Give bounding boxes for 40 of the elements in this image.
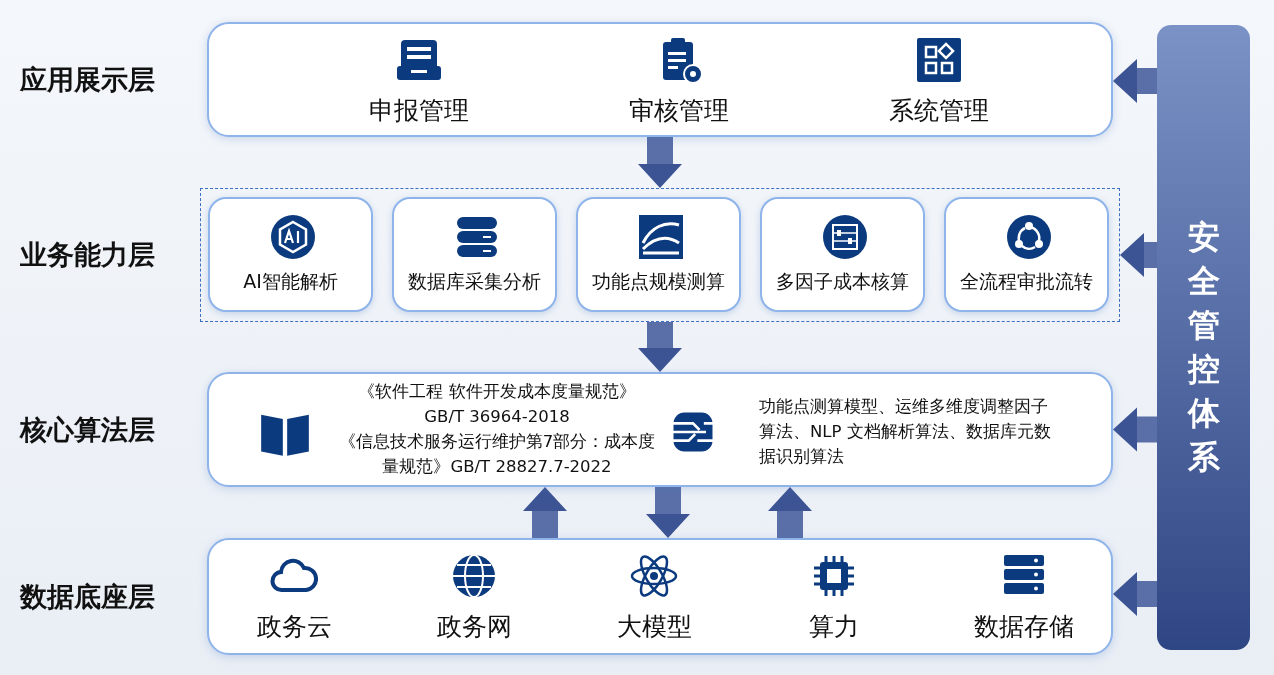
module-label: 政务云 [255,611,333,643]
module-label: 政务网 [435,611,513,643]
algorithm-text: 功能点测算模型、运维多维度调整因子算法、NLP 文档解析算法、数据库元数据识别算法 [759,396,1052,468]
block-arrow [1113,59,1157,103]
capability-label: 数据库采集分析 [407,269,542,294]
capability-card [576,197,741,312]
block-arrow [768,487,812,538]
capability-card [392,197,557,312]
layer-title: 应用展示层 [20,62,155,97]
standard-text: 《信息技术服务运行维护第7部分：成本度量规范》GB/T 28827.7-2022 [337,431,657,478]
module-label: 算力 [808,611,860,643]
capability-card [944,197,1109,312]
standard-text: 《软件工程 软件开发成本度量规范》 GB/T 36964-2018 [357,381,637,428]
security-label: 安全管控体系 [1186,217,1221,478]
block-arrow [638,322,682,372]
capability-label: 多因子成本核算 [775,269,910,294]
module-label: 大模型 [615,611,693,643]
layer-title: 数据底座层 [20,579,155,614]
module-label: 审核管理 [628,95,730,127]
block-arrow [523,487,567,538]
layer-panel [20,372,1113,487]
module-label: 申报管理 [368,95,470,127]
layer-panel [20,188,1120,322]
block-arrow [638,137,682,188]
capability-label: 功能点规模测算 [591,269,726,294]
security-bar [1157,25,1250,650]
block-arrow [1113,407,1157,452]
block-arrow [1113,572,1157,616]
layer-panel [20,538,1113,655]
module-label: 系统管理 [888,95,990,127]
capability-card [760,197,925,312]
block-arrow [1120,233,1157,277]
layer-panel [20,22,1113,137]
capability-card [208,197,373,312]
module-label: 数据存储 [973,611,1075,643]
layer-title: 核心算法层 [20,412,155,447]
capability-label: 全流程审批流转 [959,269,1094,294]
layer-title: 业务能力层 [20,238,155,272]
capability-label: AI智能解析 [242,269,339,294]
block-arrow [646,487,690,538]
